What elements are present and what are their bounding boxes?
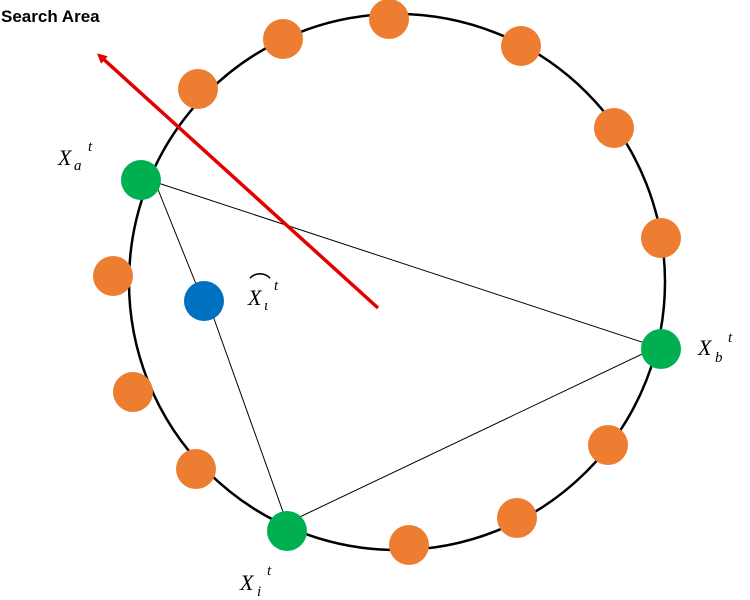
label-x-i-base: X (239, 570, 255, 595)
label-x-a-sub: a (74, 158, 82, 174)
hat-accent: ⌒ (249, 272, 271, 297)
label-x-a-sup: t (88, 139, 93, 155)
label-x-b-sup: t (728, 330, 733, 346)
orange-node (93, 256, 133, 296)
node-x-i (267, 511, 307, 551)
label-x-i: X i t (239, 563, 272, 600)
orange-node (389, 525, 429, 565)
triangle-edge-a-estimate (154, 181, 197, 285)
label-x-i-estimate: X ι t ⌒ (247, 272, 279, 314)
label-x-b-base: X (697, 335, 713, 360)
orange-node (369, 0, 409, 39)
orange-node (178, 69, 218, 109)
orange-node (263, 19, 303, 59)
triangle-edge-a-b (154, 181, 658, 348)
triangle-edge-b-i (286, 346, 658, 524)
orange-node (594, 108, 634, 148)
search-area-title: Search Area (1, 7, 100, 26)
node-x-b (641, 329, 681, 369)
search-direction-arrow (97, 53, 380, 310)
orange-node (641, 218, 681, 258)
orange-node (588, 425, 628, 465)
label-x-i-estimate-base: X (247, 285, 263, 310)
label-x-i-estimate-sub: ι (264, 298, 268, 314)
orange-node (176, 449, 216, 489)
orange-node (497, 498, 537, 538)
node-x-a (121, 160, 161, 200)
node-x-i-estimate (184, 281, 224, 321)
label-x-a: X a t (57, 139, 93, 174)
label-x-a-base: X (57, 145, 73, 170)
label-x-b-sub: b (715, 350, 723, 366)
orange-node (501, 26, 541, 66)
label-x-b: X b t (697, 330, 733, 366)
orange-node (113, 372, 153, 412)
label-x-i-estimate-sup: t (274, 278, 279, 294)
triangle-edge-estimate-i (212, 315, 288, 524)
label-x-i-sup: t (267, 563, 272, 579)
orange-node-group (93, 0, 681, 565)
label-x-i-sub: i (257, 584, 261, 600)
